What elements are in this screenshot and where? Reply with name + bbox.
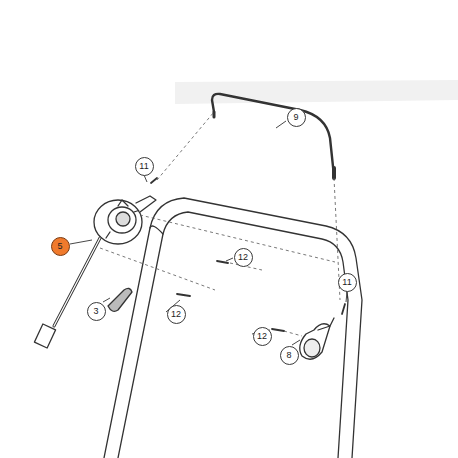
assembly-line: [157, 112, 214, 180]
brake-rod: [212, 94, 334, 176]
assembly-line: [100, 248, 215, 290]
cable-clip: [108, 288, 132, 311]
leader-line: [144, 175, 147, 182]
housing-arm: [136, 196, 156, 212]
callout-number: 11: [135, 157, 154, 176]
callout-number: 3: [87, 302, 106, 321]
leader-line: [70, 240, 92, 244]
callout-number: 8: [280, 346, 299, 365]
callout-number: 5: [51, 237, 70, 256]
rod-tip: [213, 112, 216, 117]
housing-tabs: [106, 200, 140, 238]
leader-line: [276, 121, 286, 128]
leader-line: [346, 292, 347, 302]
callout-number: 12: [253, 327, 272, 346]
screws: [151, 178, 345, 331]
handle-bend: [150, 226, 163, 234]
callout-number: 11: [338, 273, 357, 292]
background-band: [175, 80, 458, 104]
handle-tube: [104, 198, 362, 458]
housing-face: [108, 207, 136, 233]
rod-end: [332, 168, 336, 178]
knob: [300, 324, 330, 359]
knob-face: [304, 339, 320, 357]
leader-line: [292, 340, 300, 345]
cable-connector: [34, 324, 55, 348]
knob-stem: [318, 318, 334, 330]
callout-number: 9: [287, 108, 306, 127]
callout-number: 12: [234, 248, 253, 267]
assembly-line: [284, 331, 302, 336]
leader-line: [226, 258, 233, 261]
leader-line: [103, 298, 110, 302]
callout-number: 12: [167, 305, 186, 324]
handle-tube-inner: [118, 212, 348, 458]
housing-hub: [116, 212, 130, 226]
